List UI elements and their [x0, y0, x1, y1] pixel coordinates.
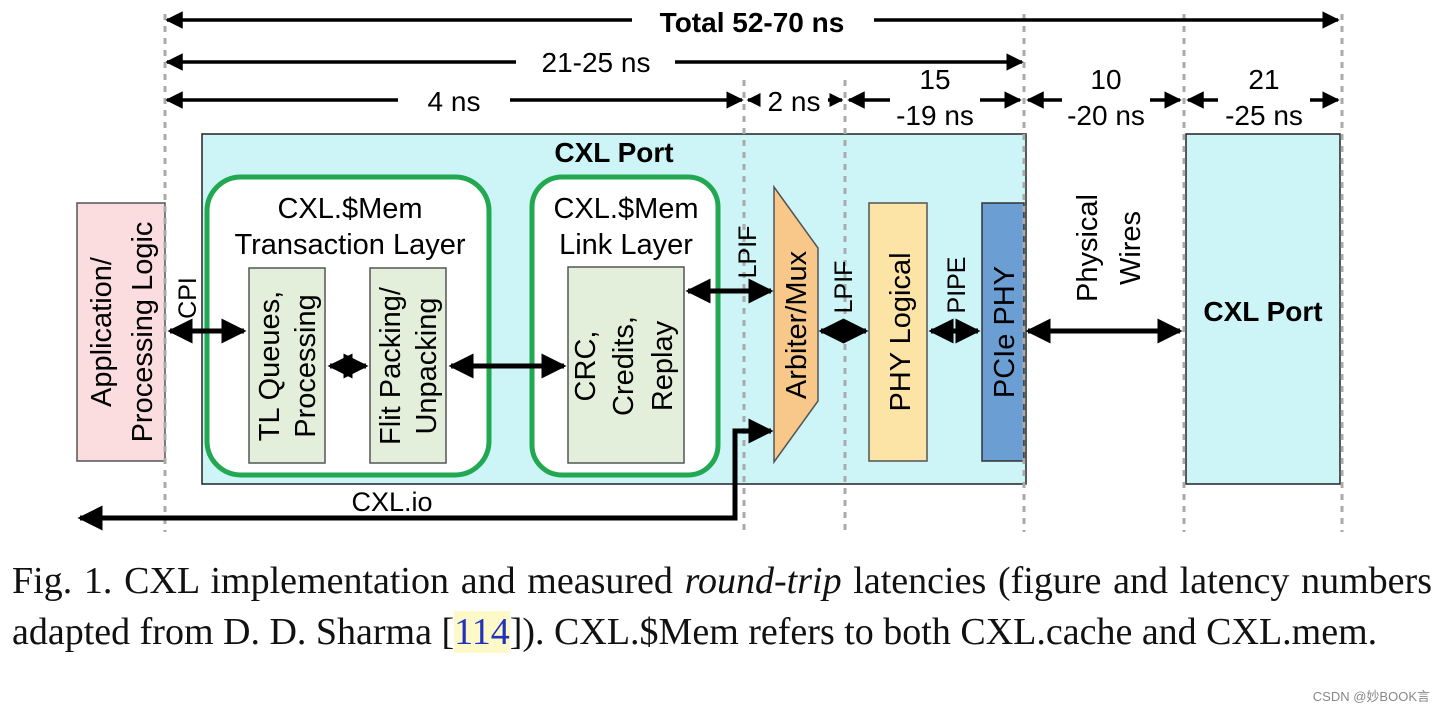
- arbiter-mux-shape: [773, 184, 819, 465]
- lpif-mid-label: LPIF: [830, 261, 858, 314]
- crc-line1: CRC,: [570, 331, 602, 402]
- pcie-phy-label: PCIe PHY: [989, 266, 1021, 398]
- caption-suffix: ]). CXL.$Mem refers to both CXL.cache an…: [509, 611, 1378, 653]
- tl-queues-line2: Processing: [290, 294, 322, 437]
- figure-caption: Fig. 1. CXL implementation and measured …: [12, 556, 1432, 658]
- lpif-top-label: LPIF: [734, 226, 762, 279]
- phy-latency-line1: 15: [919, 64, 950, 95]
- tl-queues-line1: TL Queues,: [254, 291, 286, 441]
- caption-reference-link[interactable]: 114: [454, 611, 510, 653]
- ll-title-line1: CXL.$Mem: [553, 193, 698, 225]
- crc-line2: Credits,: [608, 316, 640, 416]
- tl-title-line1: CXL.$Mem: [277, 193, 422, 225]
- app-label-line2: Processing Logic: [127, 222, 159, 443]
- remote-latency-line1: 21: [1248, 64, 1279, 95]
- tl-title-line2: Transaction Layer: [234, 229, 465, 261]
- caption-prefix: Fig. 1. CXL implementation and measured: [12, 560, 685, 602]
- pcie-phy-box: [981, 202, 1025, 462]
- remote-latency-line2: -25 ns: [1225, 100, 1303, 131]
- cxl-port-title: CXL Port: [554, 137, 673, 168]
- caption-italic: round-trip: [684, 560, 842, 602]
- remote-cxl-port-box: [1185, 133, 1341, 485]
- flit-line2: Unpacking: [411, 297, 443, 434]
- phy-logical-box: [868, 202, 928, 462]
- phy-logical-label: PHY Logical: [885, 252, 917, 411]
- wires-line2: Wires: [1115, 211, 1147, 285]
- wires-line1: Physical: [1072, 194, 1104, 302]
- sub-latency-label: 21-25 ns: [542, 47, 651, 78]
- cxl-io-label: CXL.io: [351, 487, 432, 517]
- application-box: [76, 202, 166, 462]
- total-latency-label: Total 52-70 ns: [660, 7, 845, 38]
- wires-latency-line1: 10: [1090, 64, 1121, 95]
- latency-arrows: [165, 11, 1340, 109]
- watermark: CSDN @妙BOOK言: [1312, 689, 1430, 704]
- app-label-line1: Application/: [86, 256, 118, 407]
- wires-latency-line2: -20 ns: [1067, 100, 1145, 131]
- connection-arrows: [77, 278, 1183, 531]
- remote-cxl-port-label: CXL Port: [1203, 296, 1322, 327]
- flit-line1: Flit Packing/: [375, 286, 407, 445]
- arbiter-label: Arbiter/Mux: [781, 250, 813, 399]
- phy-latency-line2: -19 ns: [896, 100, 974, 131]
- pipe-label: PIPE: [943, 257, 971, 314]
- ll-title-line2: Link Layer: [559, 229, 693, 261]
- arbiter-latency-label: 2 ns: [768, 86, 821, 117]
- transaction-latency-label: 4 ns: [428, 86, 481, 117]
- crc-line3: Replay: [647, 320, 679, 411]
- caption-middle: latencies (figure and latency numbers ad…: [12, 560, 1432, 653]
- cpi-label: CPI: [174, 277, 202, 319]
